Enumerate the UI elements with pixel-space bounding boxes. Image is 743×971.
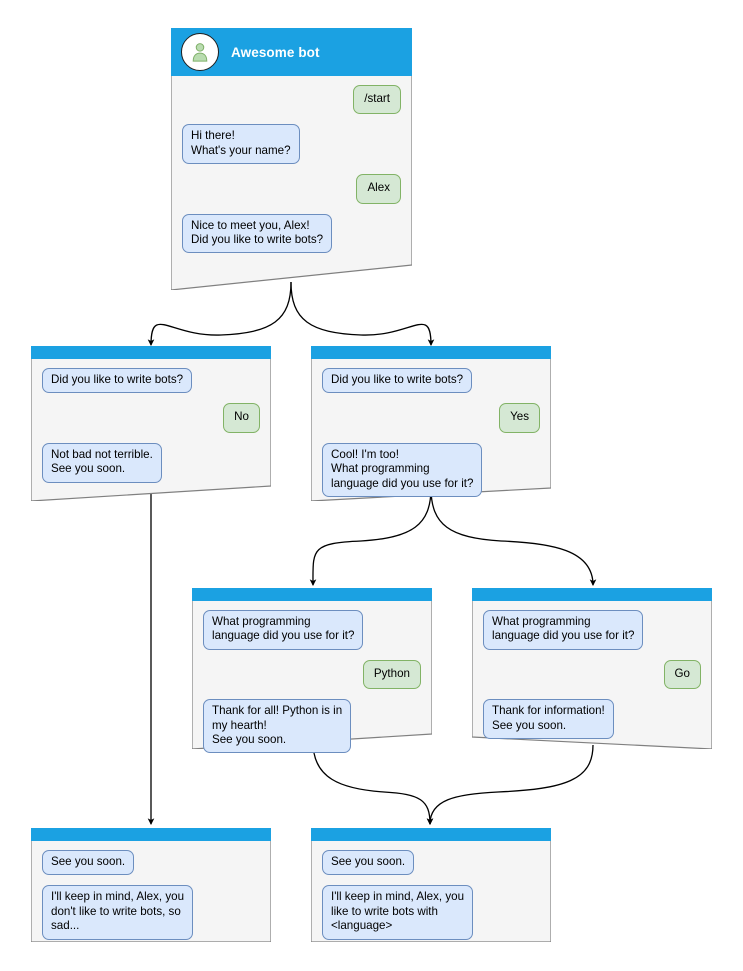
user-message-bubble[interactable]: Alex (356, 174, 401, 204)
card-answer-yes-header (311, 346, 551, 359)
card-answer-yes[interactable]: Did you like to write bots? Yes Cool! I'… (311, 346, 551, 501)
edge-yes-to-python (309, 487, 432, 587)
card-answer-go-header (472, 588, 712, 601)
message-row: Yes (322, 403, 540, 433)
card-answer-no-header (31, 346, 271, 359)
card-start-messages: /start Hi there! What's your name? Alex … (171, 76, 412, 254)
bot-message-bubble[interactable]: Not bad not terrible. See you soon. (42, 442, 162, 483)
message-row: I'll keep in mind, Alex, you don't like … (42, 885, 260, 940)
edge-start-to-no (147, 281, 292, 347)
message-row: Did you like to write bots? (42, 368, 260, 394)
message-row: Nice to meet you, Alex! Did you like to … (182, 213, 401, 254)
card-answer-go[interactable]: What programming language did you use fo… (472, 588, 712, 749)
user-message-bubble[interactable]: Python (362, 659, 421, 690)
message-row: Cool! I'm too! What programming language… (322, 442, 540, 498)
card-answer-python[interactable]: What programming language did you use fo… (192, 588, 432, 754)
bot-message-bubble[interactable]: I'll keep in mind, Alex, you like to wri… (322, 885, 474, 940)
message-row: Thank for information! See you soon. (483, 699, 701, 740)
bot-name-label: Awesome bot (231, 44, 320, 60)
bot-message-bubble[interactable]: See you soon. (42, 850, 135, 876)
message-row: Did you like to write bots? (322, 368, 540, 394)
card-answer-yes-messages: Did you like to write bots? Yes Cool! I'… (311, 359, 551, 498)
card-end-happy[interactable]: See you soon. I'll keep in mind, Alex, y… (311, 828, 551, 942)
message-row: Hi there! What's your name? (182, 124, 401, 165)
bot-message-bubble[interactable]: Thank for all! Python is in my hearth! S… (203, 699, 352, 754)
bot-message-bubble[interactable]: Cool! I'm too! What programming language… (322, 442, 483, 498)
card-end-sad-header (31, 828, 271, 841)
user-message-bubble[interactable]: Yes (499, 403, 540, 433)
bot-message-bubble[interactable]: Thank for information! See you soon. (483, 699, 614, 740)
edge-yes-to-go (430, 487, 597, 587)
card-end-happy-messages: See you soon. I'll keep in mind, Alex, y… (311, 841, 551, 940)
person-avatar-icon (181, 33, 219, 71)
card-answer-no-messages: Did you like to write bots? No Not bad n… (31, 359, 271, 483)
bot-message-bubble[interactable]: Did you like to write bots? (42, 368, 193, 394)
card-end-sad-messages: See you soon. I'll keep in mind, Alex, y… (31, 841, 271, 940)
message-row: Not bad not terrible. See you soon. (42, 442, 260, 483)
message-row: See you soon. (322, 850, 540, 876)
message-row: I'll keep in mind, Alex, you like to wri… (322, 885, 540, 940)
message-row: What programming language did you use fo… (203, 610, 421, 650)
message-row: No (42, 403, 260, 433)
message-row: What programming language did you use fo… (483, 610, 701, 650)
message-row: Thank for all! Python is in my hearth! S… (203, 699, 421, 754)
message-row: See you soon. (42, 850, 260, 876)
card-start[interactable]: Awesome bot /start Hi there! What's your… (171, 28, 412, 290)
edge-python-to-end-happy (312, 741, 434, 826)
bot-message-bubble[interactable]: I'll keep in mind, Alex, you don't like … (42, 885, 194, 940)
card-end-sad[interactable]: See you soon. I'll keep in mind, Alex, y… (31, 828, 271, 942)
message-row: Alex (182, 174, 401, 204)
bot-message-bubble[interactable]: Did you like to write bots? (322, 368, 473, 394)
user-message-bubble[interactable]: /start (353, 85, 401, 115)
card-start-header: Awesome bot (171, 28, 412, 76)
card-answer-go-messages: What programming language did you use fo… (472, 601, 712, 740)
card-end-happy-header (311, 828, 551, 841)
card-answer-python-messages: What programming language did you use fo… (192, 601, 432, 754)
card-answer-no[interactable]: Did you like to write bots? No Not bad n… (31, 346, 271, 501)
bot-message-bubble[interactable]: Nice to meet you, Alex! Did you like to … (182, 213, 333, 254)
message-row: Go (483, 659, 701, 690)
bot-message-bubble[interactable]: Hi there! What's your name? (182, 124, 300, 165)
message-row: /start (182, 85, 401, 115)
edge-start-to-yes (290, 281, 435, 347)
bot-message-bubble[interactable]: What programming language did you use fo… (203, 610, 364, 650)
card-answer-python-header (192, 588, 432, 601)
message-row: Python (203, 659, 421, 690)
user-message-bubble[interactable]: Go (663, 659, 701, 690)
user-message-bubble[interactable]: No (223, 403, 260, 433)
edge-go-to-end-happy (426, 744, 594, 826)
bot-message-bubble[interactable]: See you soon. (322, 850, 415, 876)
person-glyph-icon (192, 43, 208, 62)
bot-message-bubble[interactable]: What programming language did you use fo… (483, 610, 644, 650)
